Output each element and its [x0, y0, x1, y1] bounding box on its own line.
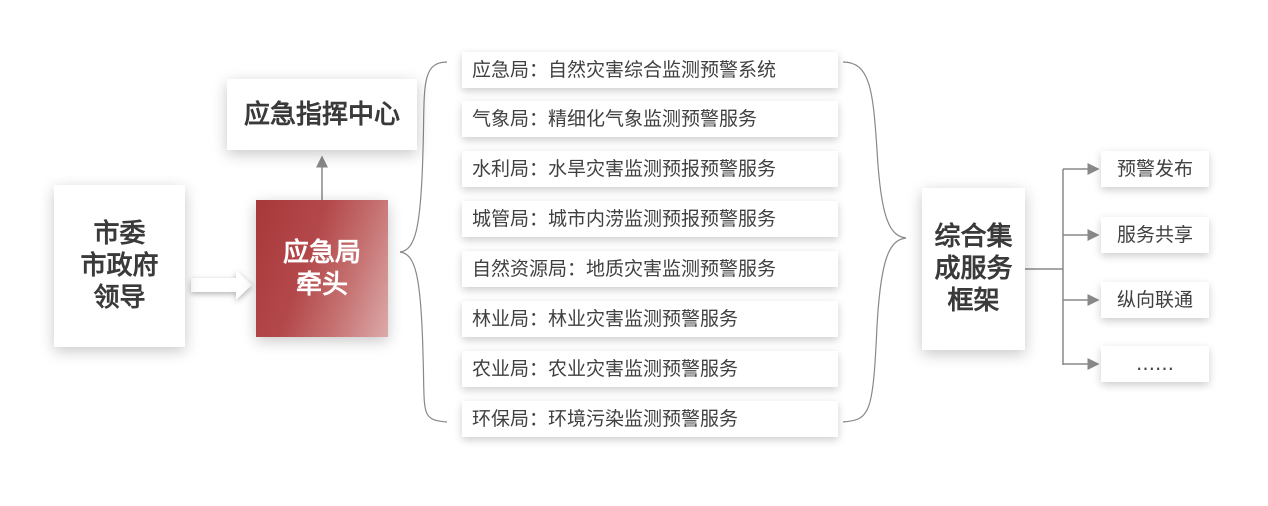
right-arrow-icon: [191, 270, 252, 300]
output-item: 预警发布: [1101, 151, 1209, 187]
output-tree: [1025, 163, 1100, 370]
output-item: 纵向联通: [1101, 282, 1209, 318]
framework-box: 综合集 成服务 框架: [922, 188, 1025, 350]
bureau-item: 城管局：城市内涝监测预报预警服务: [462, 201, 838, 237]
leader-label: 市委 市政府 领导: [80, 219, 159, 313]
bureau-item: 水利局：水旱灾害监测预报预警服务: [462, 151, 838, 187]
output-item: ……: [1101, 346, 1209, 382]
bureau-item: 自然资源局：地质灾害监测预警服务: [462, 251, 838, 287]
bureau-item: 林业局：林业灾害监测预警服务: [462, 301, 838, 337]
left-brace: [399, 61, 448, 423]
lead-bureau-label: 应急局 牵头: [282, 237, 361, 300]
bureau-item: 应急局：自然灾害综合监测预警系统: [462, 52, 838, 88]
command-center-label: 应急指挥中心: [243, 99, 400, 130]
command-center-box: 应急指挥中心: [227, 79, 417, 150]
right-brace: [842, 61, 907, 423]
bureau-item: 农业局：农业灾害监测预警服务: [462, 351, 838, 387]
bureau-item: 环保局：环境污染监测预警服务: [462, 401, 838, 437]
lead-bureau-box: 应急局 牵头: [256, 200, 388, 337]
bureau-item: 气象局：精细化气象监测预警服务: [462, 101, 838, 137]
framework-label: 综合集 成服务 框架: [934, 222, 1013, 316]
output-item: 服务共享: [1101, 217, 1209, 253]
leader-box: 市委 市政府 领导: [54, 185, 185, 347]
